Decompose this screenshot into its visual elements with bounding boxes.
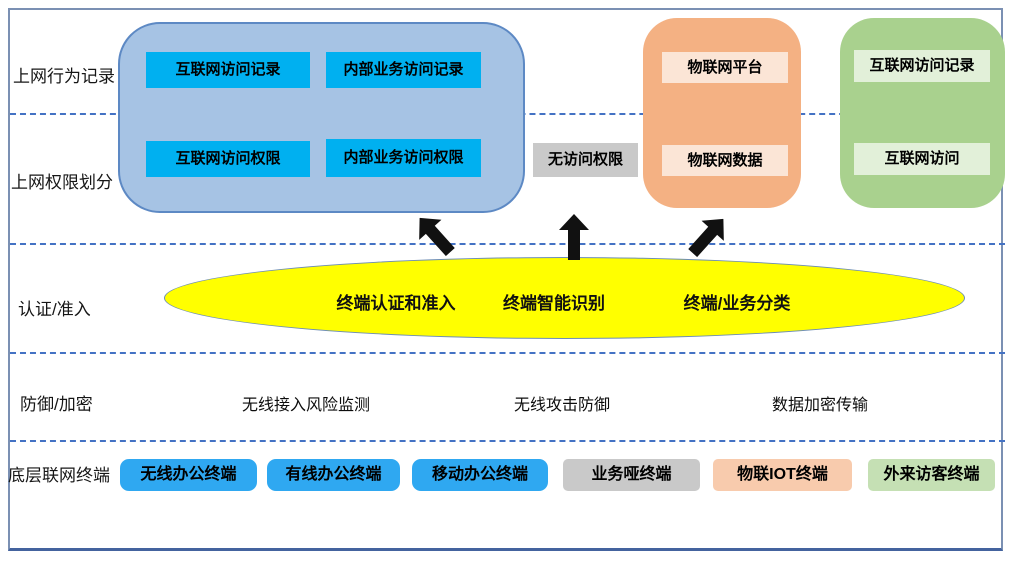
terminal-wireless-office: 无线办公终端 — [120, 459, 257, 491]
row-divider-2 — [10, 243, 1005, 245]
box-internet-access-record: 互联网访问记录 — [146, 52, 310, 88]
office-network-container — [118, 22, 525, 213]
up-arrow-icon — [559, 214, 589, 260]
box-iot-data: 物联网数据 — [662, 145, 788, 176]
guest-container — [840, 18, 1005, 208]
row-label-underlying-terminals: 底层联网终端 — [8, 466, 110, 485]
terminal-wired-office: 有线办公终端 — [267, 459, 400, 491]
text-data-encrypt-transfer: 数据加密传输 — [771, 397, 868, 414]
box-guest-internet-access: 互联网访问 — [854, 143, 990, 175]
terminal-iot: 物联IOT终端 — [713, 459, 852, 491]
ellipse-label-business-classify: 终端/业务分类 — [683, 294, 791, 313]
row-label-defense-encrypt: 防御/加密 — [20, 395, 93, 414]
row-label-behavior-record: 上网行为记录 — [13, 67, 115, 86]
terminal-dumb-business: 业务哑终端 — [563, 459, 700, 491]
terminal-mobile-office: 移动办公终端 — [412, 459, 548, 491]
row-label-permission-divide: 上网权限划分 — [11, 173, 113, 192]
box-internet-access-permission: 互联网访问权限 — [146, 141, 310, 177]
row-divider-4 — [10, 440, 1005, 442]
box-no-access-permission: 无访问权限 — [533, 143, 638, 177]
box-guest-internet-access-record: 互联网访问记录 — [854, 50, 990, 82]
terminal-guest-visitor: 外来访客终端 — [868, 459, 995, 491]
up-right-arrow-icon — [688, 218, 724, 258]
up-left-arrow-icon — [419, 217, 455, 257]
box-internal-business-access-record: 内部业务访问记录 — [326, 52, 481, 88]
outer-frame — [8, 8, 1003, 551]
box-iot-platform: 物联网平台 — [662, 52, 788, 83]
box-internal-business-access-permission: 内部业务访问权限 — [326, 139, 481, 177]
iot-container — [643, 18, 801, 208]
row-label-auth-admission: 认证/准入 — [18, 300, 91, 319]
text-wireless-attack-defense: 无线攻击防御 — [513, 397, 610, 414]
ellipse-label-smart-identify: 终端智能识别 — [503, 294, 605, 313]
row-divider-3 — [10, 352, 1005, 354]
ellipse-label-terminal-auth: 终端认证和准入 — [336, 294, 456, 313]
text-wireless-risk-monitor: 无线接入风险监测 — [241, 397, 370, 414]
auth-admission-ellipse — [164, 257, 965, 339]
